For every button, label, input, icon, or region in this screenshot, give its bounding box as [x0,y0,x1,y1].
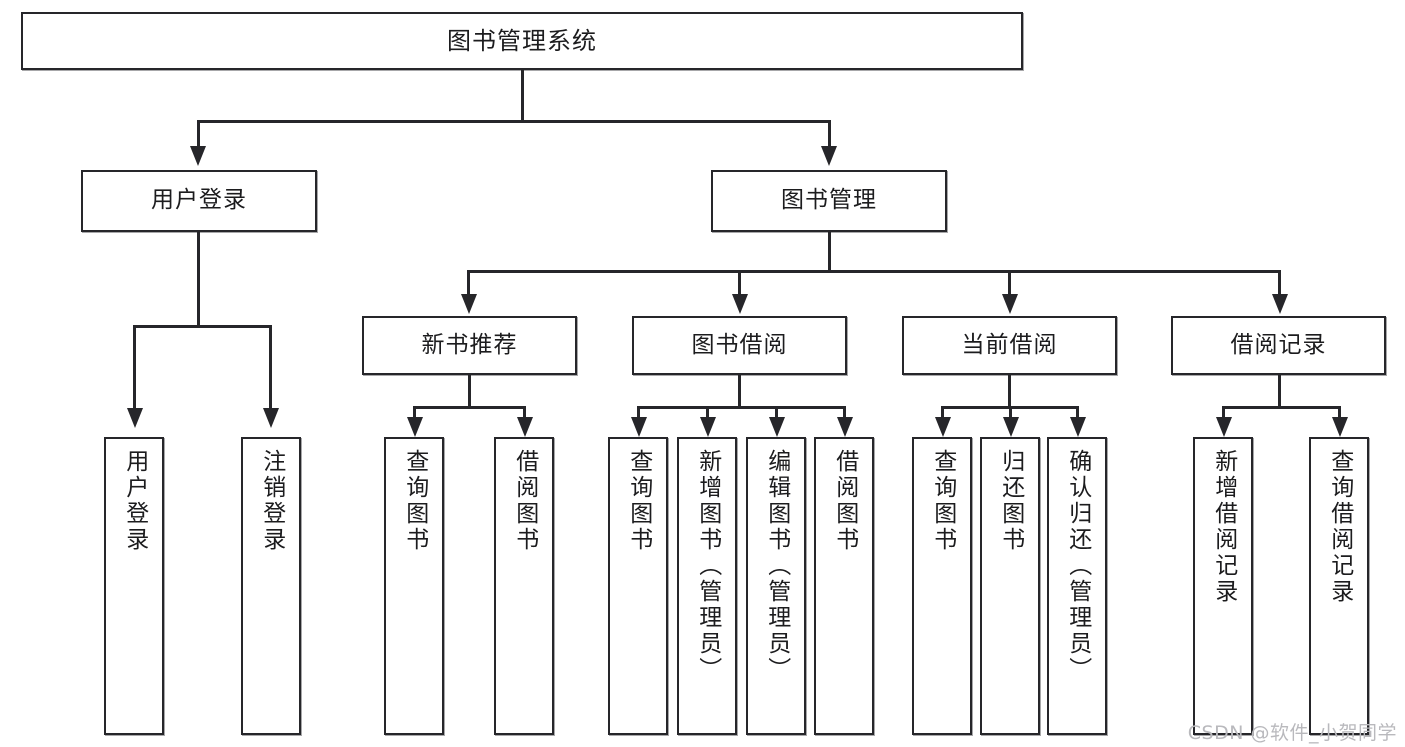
arrowhead-leaf-confirm-return [1070,417,1086,437]
leaf-label: 归还图书 [997,449,1024,553]
connector-user-login-bus [133,325,272,328]
connector-bb-branch-1 [637,406,640,418]
connector-bb-branch-4 [843,406,846,418]
connector-to-book-borrow [738,270,741,295]
connector-level2-bus [197,120,831,123]
leaf-label: 确认归还（管理员） [1064,449,1091,683]
arrowhead-to-book-manage [821,146,837,166]
connector-bb-branch-2 [706,406,709,418]
node-label: 用户登录 [151,187,247,214]
leaf-label: 编辑图书（管理员） [763,449,790,683]
node-label: 图书借阅 [691,331,788,358]
arrowhead-leaf-return-book [1003,417,1019,437]
node-label: 图书管理 [781,187,877,214]
arrowhead-leaf-user-login [127,408,143,428]
arrowhead-to-book-borrow [732,294,748,314]
leaf-label: 用户登录 [121,449,148,553]
connector-to-borrow-record [1278,270,1281,295]
leaf-logout-login[interactable]: 注销登录 [241,437,301,735]
connector-nbr-branch-2 [523,406,526,418]
leaf-borrow-book[interactable]: 借阅图书 [814,437,874,735]
node-label: 图书管理系统 [447,26,597,55]
connector-book-manage-stem [828,232,831,272]
arrowhead-leaf-logout [263,408,279,428]
connector-root-stem [521,70,524,122]
leaf-query-borrow-record[interactable]: 查询借阅记录 [1309,437,1369,735]
connector-nbr-branch-1 [413,406,416,418]
arrowhead-leaf-add-record [1216,417,1232,437]
leaf-label: 查询图书 [625,449,652,553]
leaf-label: 新增借阅记录 [1210,449,1237,605]
node-new-book-recommend[interactable]: 新书推荐 [362,316,577,375]
connector-to-new-book-recommend [467,270,470,295]
leaf-query-book-recommend[interactable]: 查询图书 [384,437,444,735]
connector-user-login-stem [197,232,200,328]
arrowhead-to-borrow-record [1272,294,1288,314]
connector-new-book-recommend-stem [468,375,471,409]
arrowhead-to-new-book-recommend [461,294,477,314]
connector-to-user-login [197,120,200,148]
leaf-add-borrow-record[interactable]: 新增借阅记录 [1193,437,1253,735]
leaf-label: 注销登录 [258,449,285,553]
node-label: 新书推荐 [421,331,518,358]
connector-book-borrow-bus [637,406,845,409]
leaf-label: 查询图书 [929,449,956,553]
arrowhead-leaf-query-record [1332,417,1348,437]
leaf-label: 借阅图书 [831,449,858,553]
node-book-manage[interactable]: 图书管理 [711,170,947,232]
connector-current-borrow-stem [1008,375,1011,409]
leaf-borrow-book-recommend[interactable]: 借阅图书 [494,437,554,735]
connector-to-book-manage [828,120,831,148]
node-book-borrow[interactable]: 图书借阅 [632,316,847,375]
node-root-book-management-system[interactable]: 图书管理系统 [21,12,1023,70]
connector-user-login-branch-1 [133,325,136,408]
arrowhead-leaf-query-book-1 [407,417,423,437]
leaf-query-book-current[interactable]: 查询图书 [912,437,972,735]
connector-to-current-borrow [1008,270,1011,295]
connector-borrow-record-stem [1278,375,1281,409]
connector-new-book-recommend-bus [413,406,526,409]
arrowhead-leaf-borrow-book-1 [517,417,533,437]
connector-user-login-branch-2 [269,325,272,408]
arrowhead-leaf-query-book-3 [935,417,951,437]
leaf-user-login[interactable]: 用户登录 [104,437,164,735]
node-user-login[interactable]: 用户登录 [81,170,317,232]
connector-br-branch-2 [1338,406,1341,418]
leaf-query-book-borrow[interactable]: 查询图书 [608,437,668,735]
leaf-label: 查询借阅记录 [1326,449,1353,605]
connector-cb-branch-1 [941,406,944,418]
node-borrow-record[interactable]: 借阅记录 [1171,316,1386,375]
leaf-edit-book-admin[interactable]: 编辑图书（管理员） [746,437,806,735]
leaf-label: 新增图书（管理员） [694,449,721,683]
arrowhead-to-user-login [190,146,206,166]
connector-book-borrow-stem [738,375,741,409]
arrowhead-leaf-add-book [700,417,716,437]
arrowhead-leaf-query-book-2 [631,417,647,437]
node-current-borrow[interactable]: 当前借阅 [902,316,1117,375]
connector-borrow-record-bus [1222,406,1341,409]
connector-br-branch-1 [1222,406,1225,418]
watermark-text: CSDN @软件_小贺同学 [1187,722,1397,744]
connector-bb-branch-3 [775,406,778,418]
leaf-confirm-return-admin[interactable]: 确认归还（管理员） [1047,437,1107,735]
connector-level3-bus [467,270,1281,273]
node-label: 借阅记录 [1230,331,1327,358]
arrowhead-leaf-edit-book [769,417,785,437]
leaf-return-book[interactable]: 归还图书 [980,437,1040,735]
leaf-label: 借阅图书 [511,449,538,553]
connector-cb-branch-3 [1076,406,1079,418]
leaf-label: 查询图书 [401,449,428,553]
leaf-add-book-admin[interactable]: 新增图书（管理员） [677,437,737,735]
node-label: 当前借阅 [961,331,1058,358]
arrowhead-to-current-borrow [1002,294,1018,314]
connector-cb-branch-2 [1009,406,1012,418]
arrowhead-leaf-borrow-book-2 [837,417,853,437]
